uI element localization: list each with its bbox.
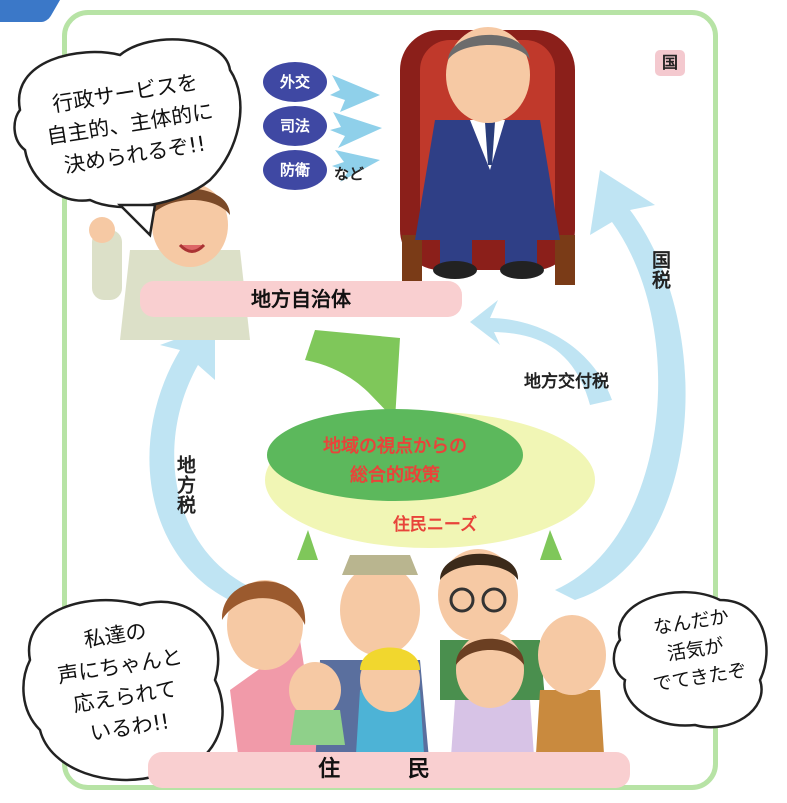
national-tax-label: 国税: [649, 250, 671, 290]
defense-badge: 防衛: [263, 150, 327, 190]
bubble-elder-shape: [612, 591, 768, 729]
residents-label: 住 民: [148, 752, 630, 788]
resident-needs-label: 住民ニーズ: [392, 515, 478, 535]
diplomacy-badge: 外交: [263, 62, 327, 102]
residents-figure: [221, 549, 606, 770]
bubble-worker-shape: [13, 38, 242, 238]
national-tax-arrow: [555, 170, 686, 600]
official-figure: [400, 27, 575, 285]
local-allocation-tax-label: 地方交付税: [524, 372, 609, 392]
local-allocation-arrow: [470, 300, 612, 405]
justice-badge: 司法: [263, 106, 327, 146]
policy-line1: 地域の視点からの: [323, 436, 467, 457]
wind-arrow-3: [332, 150, 380, 182]
bubble-woman-shape: [22, 598, 224, 782]
wind-arrow-2: [330, 112, 382, 148]
local-tax-arrow: [149, 325, 270, 610]
policy-line2: 総合的政策: [350, 465, 440, 486]
needs-arrow-left: [297, 530, 318, 560]
policy-ellipse: [267, 409, 523, 501]
local-gov-label: 地方自治体: [140, 281, 462, 317]
policy-arrow: [305, 330, 400, 420]
wind-arrow-1: [330, 75, 380, 112]
country-badge: 国: [655, 50, 685, 76]
local-tax-label: 地方税: [174, 455, 196, 515]
needs-arrow-right: [540, 530, 562, 560]
etc-label: など: [334, 165, 365, 183]
